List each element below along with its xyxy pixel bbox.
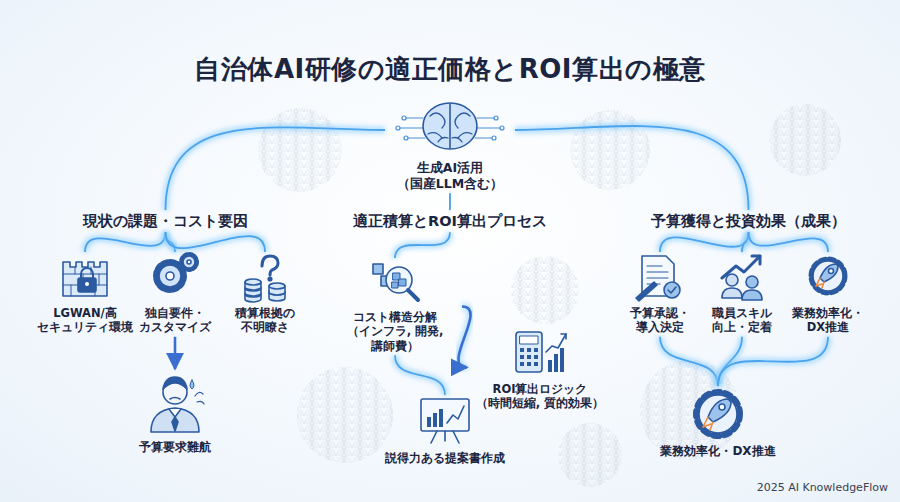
glow-connector [166,127,386,210]
icon-node: 予算承認・ 導入決定 [619,252,701,337]
connector-glow [660,337,718,386]
connector-line [174,337,177,369]
icon-node: 積算根拠の 不明瞭さ [223,252,307,337]
glow-connector [660,337,718,386]
branch-heading-text: 現状の課題・コスト要因 [83,212,248,230]
glow-connector [515,126,749,210]
icon-node: ROI算出ロジック （時間短縮, 質的効果） [470,322,610,413]
branch-heading: 現状の課題・コスト要因 [83,210,248,232]
node-label: 独自要件・ カスタマイズ [133,306,217,335]
node-label: LGWAN/高 セキュリティ環境 [33,306,137,335]
presentation-board-icon [421,399,469,443]
connector-glow [395,355,445,395]
security-wall-icon [63,262,107,296]
connector-line [395,355,445,395]
connector-line [660,232,749,252]
brain-icon [396,103,504,149]
icon-node: 独自要件・ カスタマイズ [133,252,217,337]
glow-connector [458,307,470,368]
glow-connector [749,232,829,252]
node-label: 説得力ある提案書作成 [375,451,515,466]
node-label: 職員スキル 向上・定着 [701,306,783,335]
glow-connector [449,193,450,210]
connector-line [166,232,266,252]
coins-question-icon [245,256,285,302]
connector-line [749,232,829,252]
node-label: 生成AI活用 （国産LLM含む） [385,160,515,191]
rocket-gear-icon [811,259,845,293]
magnifier-cubes-icon [373,264,418,300]
node-label: 予算要求難航 [125,440,225,455]
connector-glow [85,232,166,252]
connector-glow [749,232,829,252]
glow-connector [395,355,445,395]
node-label: 予算承認・ 導入決定 [619,306,701,335]
rocket-gear-icon [696,392,740,436]
icon-node: 業務効率化・DX推進 [653,386,783,461]
skill-growth-icon [722,256,762,300]
connector-line [718,337,828,386]
glow-connector [718,337,828,386]
branch-heading: 予算獲得と投資効果（成果） [651,210,846,232]
connector-glow [660,232,749,252]
icon-node: コスト構造分解 （インフラ, 開発, 講師費） [328,258,462,355]
icon-node: 業務効率化・ DX推進 [786,252,870,337]
connector-glow [458,307,470,368]
connector-line [458,307,470,368]
connector-line [166,127,386,210]
icon-node: LGWAN/高 セキュリティ環境 [33,252,137,337]
glow-connector [175,337,176,369]
connector-glow [446,193,453,210]
connector-line [85,232,166,252]
connector-glow [515,126,749,210]
approval-document-icon [636,256,680,301]
connector-glow [166,127,386,210]
glow-connector [660,232,749,252]
connector-glow [718,337,828,386]
connector-glow [172,337,179,369]
diagram-title: 自治体AI研修の適正価格とROI算出の極意 [0,52,900,87]
connector-glow [395,232,450,258]
watermark: 2025 AI KnowledgeFlow [757,481,888,494]
glow-connector [85,232,166,252]
icon-node: 職員スキル 向上・定着 [701,252,783,337]
node-label: コスト構造分解 （インフラ, 開発, 講師費） [328,310,462,353]
center-node: 生成AI活用 （国産LLM含む） [385,98,515,193]
node-label: 積算根拠の 不明瞭さ [223,306,307,335]
glow-connector [395,232,450,258]
branch-heading: 適正積算とROI算出プロセス [353,210,547,232]
gear-icon [156,254,197,290]
glow-connector [166,232,266,252]
calculator-chart-icon [516,332,566,372]
connector-line [515,126,749,210]
node-label: 業務効率化・DX推進 [653,444,783,459]
node-label: 業務効率化・ DX推進 [786,306,870,335]
connector-line [449,193,451,210]
icon-node: 説得力ある提案書作成 [375,395,515,468]
troubled-person-icon [151,377,204,432]
connector-line [395,232,450,258]
branch-heading-text: 予算獲得と投資効果（成果） [651,212,846,230]
connector-line [660,337,718,386]
branch-heading-text: 適正積算とROI算出プロセス [353,212,547,230]
node-label: ROI算出ロジック （時間短縮, 質的効果） [470,382,610,411]
connector-glow [166,232,266,252]
icon-node: 予算要求難航 [125,372,225,457]
